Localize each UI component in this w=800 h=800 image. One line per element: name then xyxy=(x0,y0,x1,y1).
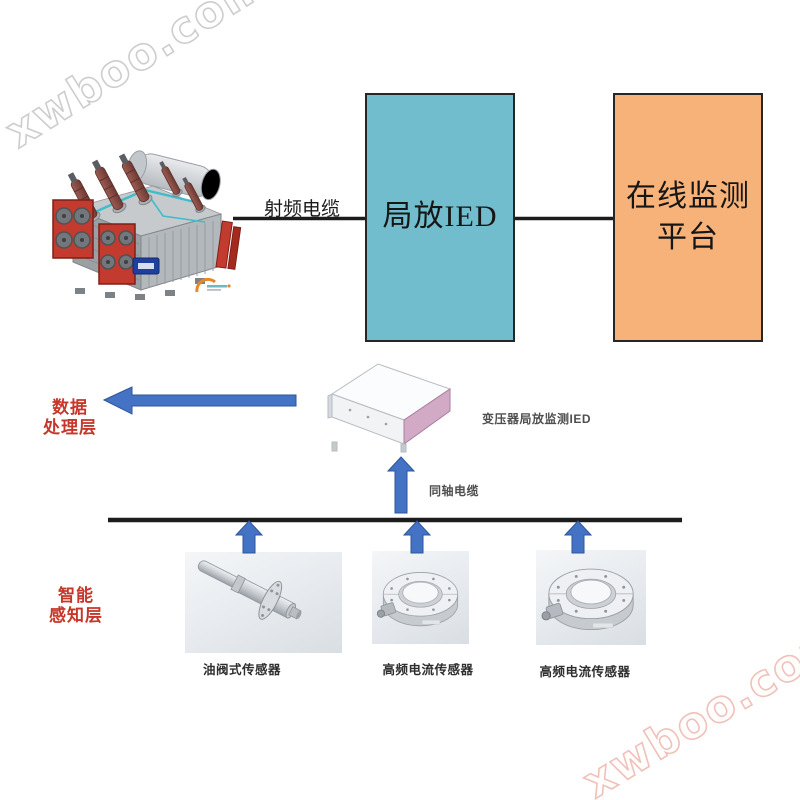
sensor-arrow-1 xyxy=(234,520,264,554)
coax-up-arrow xyxy=(386,456,416,514)
radiator-fan-cabinet-left xyxy=(52,199,94,259)
control-box-plate xyxy=(138,263,154,269)
oil-valve-sensor-label: 油阀式传感器 xyxy=(202,663,281,677)
radiator-fan-cabinet-mid xyxy=(98,223,136,285)
data-processing-layer-label: 数据 处理层 xyxy=(43,398,97,437)
hfct-sensor-label-2: 高频电流传感器 xyxy=(539,665,631,679)
online-platform-box-label: 在线监测 平台 xyxy=(626,180,750,254)
coax-cable-label: 同轴电缆 xyxy=(429,484,480,498)
sensor-arrow-2 xyxy=(402,520,432,554)
radiator-panel-right xyxy=(215,220,242,270)
pd-ied-box: 局放IED xyxy=(365,93,515,342)
probe-body xyxy=(197,560,302,620)
ied-device-label: 变压器局放监测IED xyxy=(482,412,592,426)
pd-ied-box-label: 局放IED xyxy=(382,200,498,234)
online-platform-box: 在线监测 平台 xyxy=(613,93,763,342)
rf-cable-label: 射频电缆 xyxy=(263,199,340,220)
ied-device-image xyxy=(327,363,452,453)
data-flow-left-arrow xyxy=(102,386,297,415)
hfct-sensor-image-1 xyxy=(372,551,469,644)
sensor-arrow-3 xyxy=(563,520,593,554)
hfct-sensor-image-2 xyxy=(536,550,646,645)
hfct-sensor-label-1: 高频电流传感器 xyxy=(382,663,474,677)
transformer-3d-image xyxy=(52,150,242,300)
sensing-layer-label: 智能 感知层 xyxy=(49,586,103,625)
hv-bushings xyxy=(67,153,206,223)
oil-valve-sensor-image xyxy=(185,552,342,653)
cad-logo xyxy=(195,277,231,293)
